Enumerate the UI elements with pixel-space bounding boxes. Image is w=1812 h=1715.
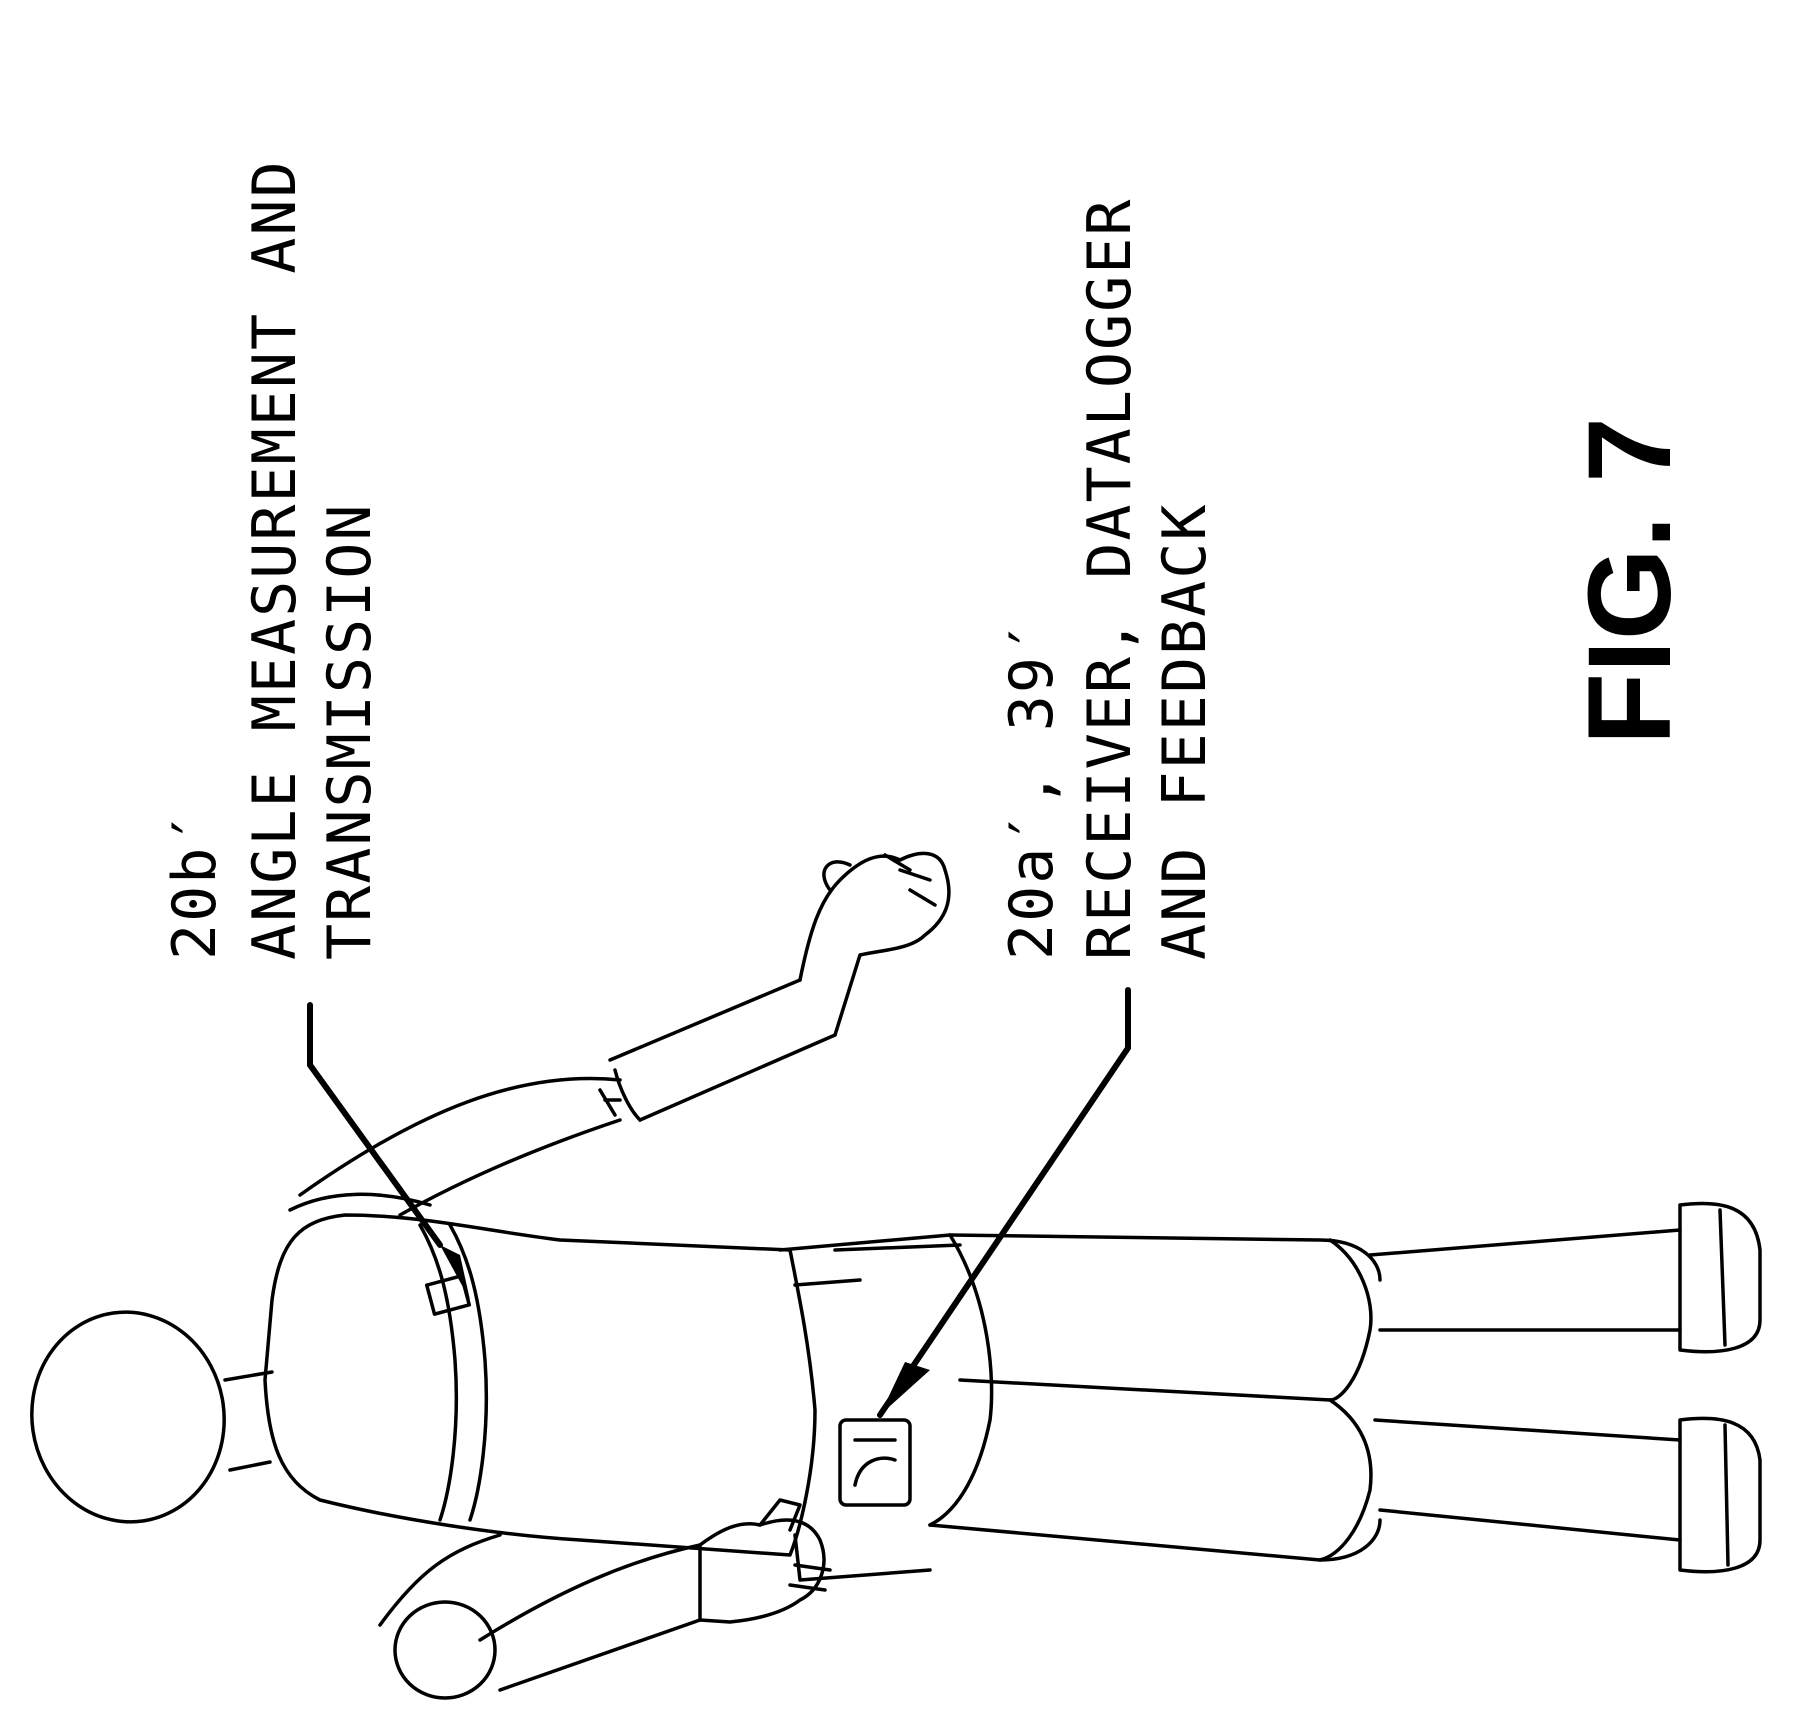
sensor-callout-text: 20b′ ANGLE MEASUREMENT AND TRANSMISSION — [160, 159, 385, 960]
receiver-label-line1: RECEIVER, DATALOGGER — [1075, 198, 1145, 960]
sensor-leader-line — [310, 1005, 470, 1300]
head — [18, 1300, 237, 1535]
legs — [930, 1235, 1380, 1560]
human-figure — [18, 853, 1760, 1698]
sensor-label-line2: TRANSMISSION — [315, 503, 385, 960]
sensor-label-line1: ANGLE MEASUREMENT AND — [240, 159, 310, 960]
lower-hand — [700, 1520, 824, 1622]
figure-label: FIG. 7 — [1564, 417, 1696, 745]
sensor-ref-label: 20b′ — [160, 808, 230, 961]
torso — [265, 1215, 815, 1555]
receiver-leader-line — [880, 990, 1128, 1415]
feet — [1680, 1203, 1760, 1571]
receiver-ref-label: 20a′, 39′ — [997, 617, 1067, 960]
receiver-label-line2: AND FEEDBACK — [1150, 503, 1220, 960]
receiver-callout-text: 20a′, 39′ RECEIVER, DATALOGGER AND FEEDB… — [997, 198, 1220, 960]
receiver-unit — [840, 1420, 910, 1505]
